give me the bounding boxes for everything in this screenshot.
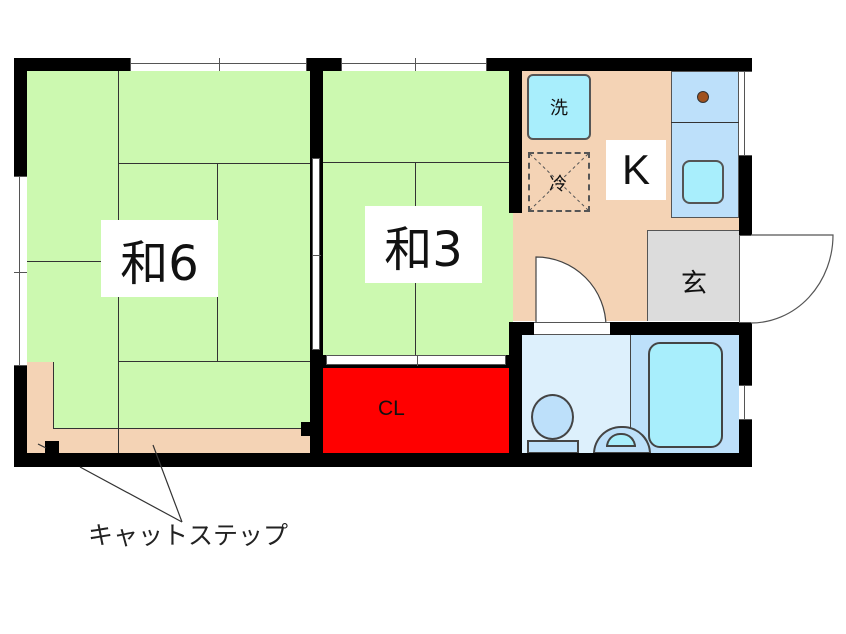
washer-label: 洗 <box>550 98 568 119</box>
entrance-door-swing-icon <box>750 234 834 324</box>
room-label: 和3 <box>384 221 463 278</box>
tatami-line <box>27 261 118 262</box>
washer-space: 洗 <box>527 74 591 140</box>
fridge-space: 冷 <box>528 152 590 212</box>
room-label: K <box>621 146 650 193</box>
sliding-door-6-3 <box>312 158 321 350</box>
label-closet: CL <box>378 397 405 420</box>
toilet-tank-icon <box>527 440 579 454</box>
room-label: 和6 <box>120 235 199 292</box>
annotation-leader-lines <box>37 443 183 523</box>
stove-burner-icon <box>697 91 709 103</box>
toilet-bowl-icon <box>531 394 574 440</box>
label-washitsu-6: 和6 <box>101 220 218 297</box>
room-closet <box>323 368 509 454</box>
pillar <box>301 422 313 436</box>
sink-icon <box>682 160 724 204</box>
fridge-label: 冷 <box>549 174 567 195</box>
tatami-line <box>118 361 310 362</box>
wall-divider-3-bath <box>509 322 522 467</box>
label-entrance: 玄 <box>681 269 708 299</box>
cat-step-floor <box>27 362 54 453</box>
label-kitchen: K <box>606 140 666 200</box>
window-right-kitchen <box>739 71 752 156</box>
room-entrance <box>647 230 739 321</box>
window-top-room6 <box>130 58 307 71</box>
kitchen-bath-door <box>534 322 610 335</box>
window-top-room3 <box>341 58 487 71</box>
tatami-line <box>323 162 513 163</box>
window-left-room6 <box>14 176 27 366</box>
fridge-cross-icon <box>530 154 588 210</box>
door-swing-icon <box>535 256 607 328</box>
counter-divider <box>671 122 739 123</box>
pillar <box>45 441 59 455</box>
wall-divider-3-k <box>509 58 522 213</box>
annotation-cat-step: キャットステップ <box>88 521 289 550</box>
window-right-bath <box>739 385 752 420</box>
wall-bottom <box>14 453 752 467</box>
bathtub-icon <box>648 342 723 448</box>
closet-door <box>326 355 506 366</box>
tatami-line <box>118 163 310 164</box>
label-washitsu-3: 和3 <box>365 206 482 283</box>
cat-step-floor-bottom <box>53 428 310 454</box>
